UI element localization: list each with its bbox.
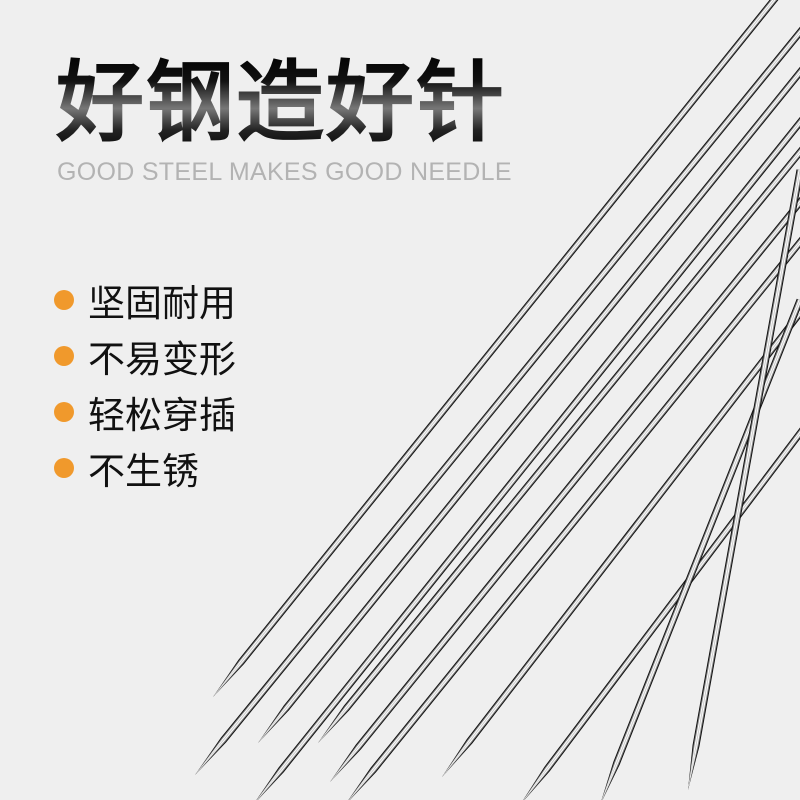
headline: 好钢造好针 bbox=[56, 48, 506, 158]
needle bbox=[330, 196, 800, 782]
feature-item: 不生锈 bbox=[54, 426, 236, 510]
subheadline: GOOD STEEL MAKES GOOD NEEDLE bbox=[57, 158, 512, 186]
feature-list: 坚固耐用 不易变形 轻松穿插 不生锈 bbox=[54, 258, 236, 510]
needle bbox=[256, 116, 800, 800]
needle bbox=[213, 0, 779, 697]
feature-label: 不生锈 bbox=[88, 450, 199, 493]
needle bbox=[318, 146, 800, 743]
feature-item: 坚固耐用 bbox=[54, 258, 236, 342]
needle bbox=[348, 236, 800, 800]
needle bbox=[688, 169, 800, 790]
bullet-dot-icon bbox=[54, 290, 74, 310]
needle bbox=[258, 66, 800, 743]
bullet-dot-icon bbox=[54, 458, 74, 478]
feature-label: 轻松穿插 bbox=[88, 394, 236, 437]
needle bbox=[442, 307, 800, 777]
needle bbox=[195, 26, 800, 775]
bullet-dot-icon bbox=[54, 346, 74, 366]
feature-item: 不易变形 bbox=[54, 314, 236, 398]
feature-label: 不易变形 bbox=[88, 338, 236, 381]
bullet-dot-icon bbox=[54, 402, 74, 422]
feature-item: 轻松穿插 bbox=[54, 370, 236, 454]
feature-label: 坚固耐用 bbox=[88, 282, 236, 325]
needle bbox=[523, 427, 800, 800]
